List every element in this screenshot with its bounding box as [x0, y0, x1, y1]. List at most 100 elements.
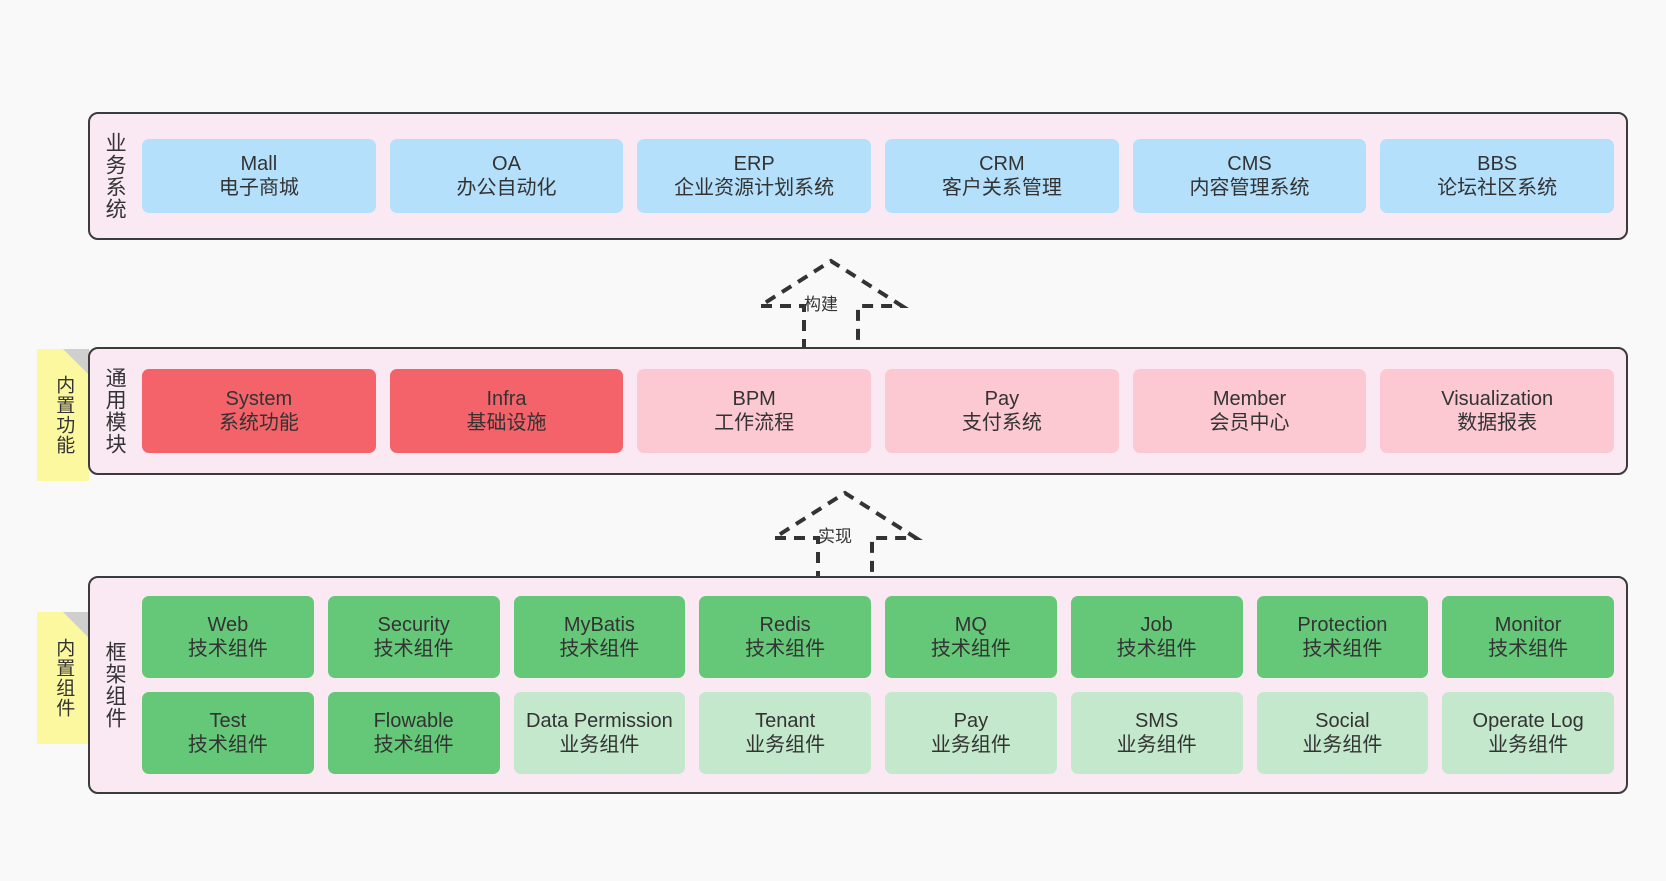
card-title: BPM: [732, 387, 776, 410]
framework-card-social[interactable]: Social 业务组件: [1256, 692, 1429, 774]
framework-card-job[interactable]: Job 技术组件: [1070, 596, 1243, 678]
module-card-system[interactable]: System 系统功能: [142, 369, 376, 453]
card-title: Pay: [984, 387, 1020, 410]
card-title: Infra: [486, 387, 527, 410]
layer-common-modules: 通用模块 System 系统功能 Infra 基础设施 BPM 工作流程 Pay…: [88, 347, 1628, 475]
layer-business-system-label: 业务系统: [103, 132, 127, 220]
framework-card-pay[interactable]: Pay 业务组件: [885, 692, 1057, 774]
card-subtitle: 技术组件: [1116, 638, 1197, 660]
card-subtitle: 企业资源计划系统: [674, 177, 835, 199]
card-title: Data Permission: [526, 709, 673, 732]
card-subtitle: 数据报表: [1457, 412, 1538, 434]
card-title: Job: [1140, 613, 1173, 636]
framework-card-sms[interactable]: SMS 业务组件: [1070, 692, 1243, 774]
layer-common-modules-body: System 系统功能 Infra 基础设施 BPM 工作流程 Pay 支付系统…: [138, 349, 1626, 473]
tag-builtin-component-label: 内置组件: [53, 638, 75, 718]
framework-card-redis[interactable]: Redis 技术组件: [699, 596, 871, 678]
framework-card-protection[interactable]: Protection 技术组件: [1256, 596, 1429, 678]
card-title: CRM: [979, 152, 1025, 175]
card-title: Operate Log: [1472, 709, 1584, 732]
card-subtitle: 内容管理系统: [1189, 177, 1310, 199]
common-modules-row: System 系统功能 Infra 基础设施 BPM 工作流程 Pay 支付系统…: [142, 369, 1615, 453]
card-subtitle: 系统功能: [218, 412, 299, 434]
card-title: OA: [492, 152, 521, 175]
card-subtitle: 技术组件: [187, 638, 268, 660]
layer-framework-components-label: 框架组件: [103, 641, 127, 729]
card-subtitle: 业务组件: [930, 734, 1011, 756]
framework-tech-row: Web 技术组件 Security 技术组件 MyBatis 技术组件 Redi…: [142, 596, 1614, 678]
card-title: Mall: [240, 152, 278, 175]
card-title: MQ: [954, 613, 987, 636]
framework-card-flowable[interactable]: Flowable 技术组件: [327, 692, 500, 774]
module-card-infra[interactable]: Infra 基础设施: [389, 369, 624, 453]
business-card-mall[interactable]: Mall 电子商城: [142, 139, 376, 213]
module-card-member[interactable]: Member 会员中心: [1132, 369, 1367, 453]
connector-build-label: 构建: [804, 295, 838, 314]
card-subtitle: 业务组件: [1488, 734, 1569, 756]
business-card-bbs[interactable]: BBS 论坛社区系统: [1380, 139, 1615, 213]
card-title: Visualization: [1441, 387, 1554, 410]
framework-card-security[interactable]: Security 技术组件: [327, 596, 500, 678]
module-card-pay[interactable]: Pay 支付系统: [885, 369, 1119, 453]
card-subtitle: 技术组件: [187, 734, 268, 756]
framework-card-operate-log[interactable]: Operate Log 业务组件: [1442, 692, 1614, 774]
card-subtitle: 技术组件: [373, 734, 454, 756]
connector-implement: 实现: [767, 490, 923, 582]
business-system-row: Mall 电子商城 OA 办公自动化 ERP 企业资源计划系统 CRM 客户关系…: [142, 139, 1615, 213]
framework-card-tenant[interactable]: Tenant 业务组件: [699, 692, 871, 774]
framework-card-monitor[interactable]: Monitor 技术组件: [1442, 596, 1614, 678]
implement-arrow-icon: [767, 490, 923, 582]
card-title: Test: [209, 709, 247, 732]
card-title: MyBatis: [563, 613, 635, 636]
tag-builtin-component: 内置组件: [37, 612, 89, 744]
framework-card-mybatis[interactable]: MyBatis 技术组件: [513, 596, 686, 678]
tag-builtin-function-label: 内置功能: [53, 375, 75, 455]
folded-corner-icon: [63, 612, 89, 638]
build-arrow-icon: [753, 258, 909, 350]
framework-card-test[interactable]: Test 技术组件: [142, 692, 314, 774]
card-title: CMS: [1227, 152, 1272, 175]
card-title: Member: [1212, 387, 1287, 410]
card-subtitle: 技术组件: [1488, 638, 1569, 660]
card-title: Security: [377, 613, 450, 636]
card-title: Redis: [759, 613, 811, 636]
card-subtitle: 技术组件: [1302, 638, 1383, 660]
card-title: Monitor: [1494, 613, 1562, 636]
framework-card-mq[interactable]: MQ 技术组件: [885, 596, 1057, 678]
card-subtitle: 技术组件: [745, 638, 826, 660]
layer-framework-components-body: Web 技术组件 Security 技术组件 MyBatis 技术组件 Redi…: [138, 578, 1626, 792]
module-card-bpm[interactable]: BPM 工作流程: [637, 369, 872, 453]
connector-build: 构建: [753, 258, 909, 350]
layer-framework-components: 框架组件 Web 技术组件 Security 技术组件 MyBatis 技术组件…: [88, 576, 1628, 794]
card-subtitle: 工作流程: [714, 412, 795, 434]
card-subtitle: 支付系统: [961, 412, 1042, 434]
business-card-cms[interactable]: CMS 内容管理系统: [1132, 139, 1367, 213]
card-subtitle: 办公自动化: [456, 177, 557, 199]
card-subtitle: 技术组件: [930, 638, 1011, 660]
connector-implement-label: 实现: [818, 527, 852, 546]
layer-business-system-body: Mall 电子商城 OA 办公自动化 ERP 企业资源计划系统 CRM 客户关系…: [138, 114, 1626, 238]
business-card-oa[interactable]: OA 办公自动化: [389, 139, 624, 213]
folded-corner-icon: [63, 349, 89, 375]
layer-common-modules-label: 通用模块: [103, 367, 127, 455]
business-card-erp[interactable]: ERP 企业资源计划系统: [637, 139, 872, 213]
module-card-visualization[interactable]: Visualization 数据报表: [1380, 369, 1615, 453]
card-title: Web: [207, 613, 249, 636]
tag-builtin-function: 内置功能: [37, 349, 89, 481]
card-subtitle: 业务组件: [1116, 734, 1197, 756]
framework-card-web[interactable]: Web 技术组件: [142, 596, 314, 678]
card-title: Flowable: [373, 709, 454, 732]
card-title: SMS: [1134, 709, 1179, 732]
framework-card-data-permission[interactable]: Data Permission 业务组件: [513, 692, 686, 774]
card-subtitle: 业务组件: [1302, 734, 1383, 756]
card-subtitle: 论坛社区系统: [1437, 177, 1558, 199]
card-title: System: [225, 387, 293, 410]
card-title: ERP: [733, 152, 775, 175]
business-card-crm[interactable]: CRM 客户关系管理: [885, 139, 1119, 213]
card-title: Social: [1315, 709, 1370, 732]
card-title: Pay: [953, 709, 989, 732]
card-title: Tenant: [755, 709, 816, 732]
card-subtitle: 技术组件: [373, 638, 454, 660]
card-subtitle: 技术组件: [559, 638, 640, 660]
